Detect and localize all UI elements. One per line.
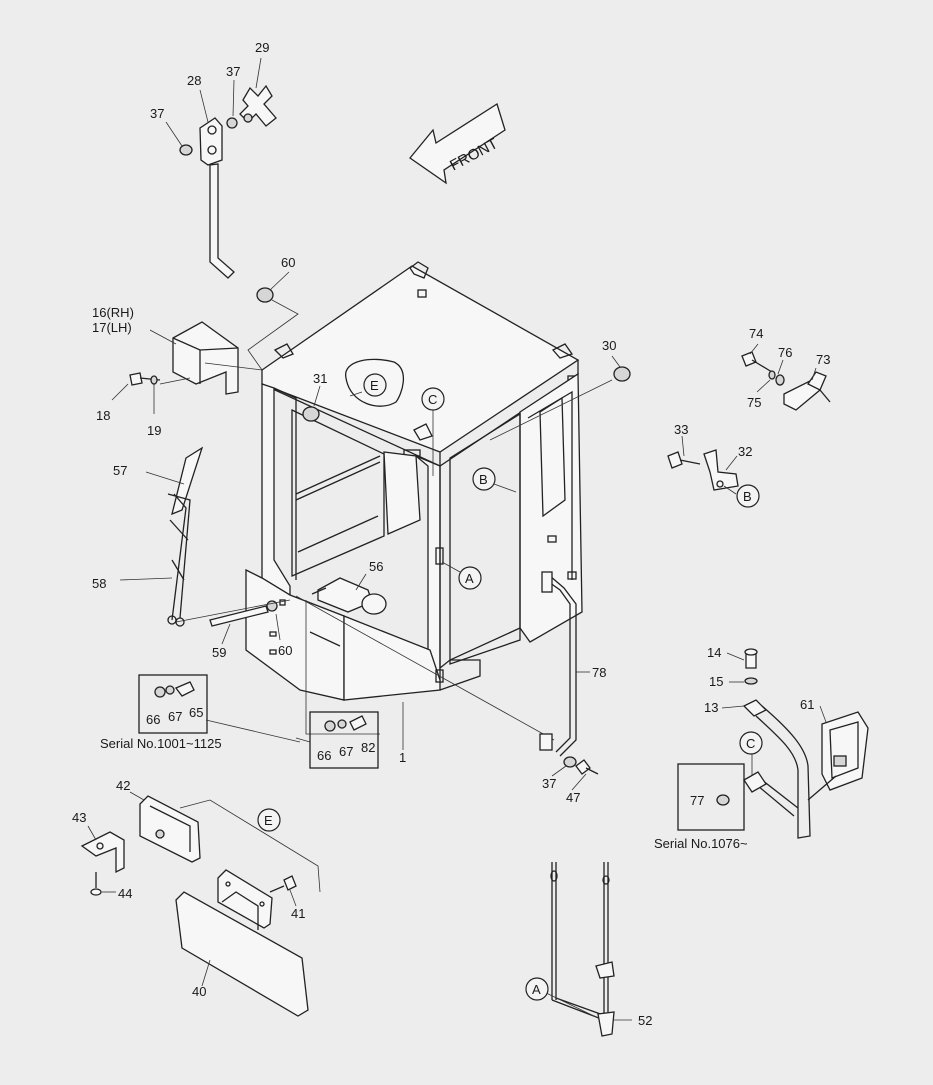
cable-52 — [550, 862, 615, 1037]
callout-1: 1 — [399, 750, 406, 765]
serial-box-2 — [309, 711, 379, 769]
callout-58: 58 — [92, 576, 106, 591]
callout-28: 28 — [187, 73, 201, 88]
cab-frame — [245, 261, 583, 701]
screw-41 — [269, 875, 297, 893]
ref-circle-A1 — [458, 566, 482, 590]
bracket-32-assembly — [667, 449, 739, 491]
screw-44 — [90, 872, 102, 896]
ref-circle-A2 — [525, 977, 549, 1001]
serial-box-3 — [677, 763, 745, 831]
ref-circle-E2 — [257, 808, 281, 832]
callout-76: 76 — [778, 345, 792, 360]
callout-57: 57 — [113, 463, 127, 478]
washer-37-lower — [563, 756, 577, 768]
grab-handle-78 — [539, 571, 577, 757]
callout-66b: 66 — [317, 748, 331, 763]
grommet-60-top — [256, 287, 274, 303]
callout-78: 78 — [592, 665, 606, 680]
callout-60a: 60 — [281, 255, 295, 270]
ref-C1: C — [428, 392, 437, 407]
callout-65: 65 — [189, 705, 203, 720]
callout-74: 74 — [749, 326, 763, 341]
callout-15: 15 — [709, 674, 723, 689]
callout-42: 42 — [116, 778, 130, 793]
sun-visor-40 — [175, 869, 309, 1017]
ref-A1: A — [465, 571, 474, 586]
callout-59: 59 — [212, 645, 226, 660]
bolt-18 — [111, 372, 161, 401]
serial-box-1 — [138, 674, 208, 734]
callout-13: 13 — [704, 700, 718, 715]
callout-52: 52 — [638, 1013, 652, 1028]
grommet-31 — [302, 406, 320, 422]
callout-40: 40 — [192, 984, 206, 999]
callout-66a: 66 — [146, 712, 160, 727]
callout-33: 33 — [674, 422, 688, 437]
callout-61: 61 — [800, 697, 814, 712]
callout-60b: 60 — [278, 643, 292, 658]
callout-labels: 29 28 37 37 60 16(RH) 17(LH) 18 19 31 30… — [72, 40, 830, 1028]
ref-B2: B — [743, 489, 752, 504]
mirror-assembly — [742, 648, 869, 839]
callout-18: 18 — [96, 408, 110, 423]
callout-56: 56 — [369, 559, 383, 574]
callout-43: 43 — [72, 810, 86, 825]
wiper-shaft-59 — [209, 600, 278, 627]
bracket-43 — [80, 831, 125, 874]
callout-67b: 67 — [339, 744, 353, 759]
callout-41: 41 — [291, 906, 305, 921]
callout-47: 47 — [566, 790, 580, 805]
ref-circle-B1 — [472, 467, 496, 491]
callout-37a: 37 — [226, 64, 240, 79]
ref-E1: E — [370, 378, 379, 393]
serial-note-2: Serial No.1076~ — [654, 836, 748, 851]
callout-31: 31 — [313, 371, 327, 386]
callout-19: 19 — [147, 423, 161, 438]
callout-73: 73 — [816, 352, 830, 367]
grommet-30 — [613, 366, 631, 382]
callout-67a: 67 — [168, 709, 182, 724]
ref-B1: B — [479, 472, 488, 487]
callout-77: 77 — [690, 793, 704, 808]
front-arrow: FRONT — [409, 102, 506, 185]
wiper-assembly — [167, 446, 204, 627]
callout-29: 29 — [255, 40, 269, 55]
callout-32: 32 — [738, 444, 752, 459]
callout-82: 82 — [361, 740, 375, 755]
ref-C2: C — [746, 736, 755, 751]
ref-A2: A — [532, 982, 541, 997]
ref-E2: E — [264, 813, 273, 828]
cab-latch-rod — [179, 84, 277, 279]
ref-circle-B2 — [736, 484, 760, 508]
callout-16: 16(RH) — [92, 305, 134, 320]
bolt-47 — [575, 759, 599, 775]
dome-light-area — [345, 358, 404, 407]
callout-75: 75 — [747, 395, 761, 410]
callout-37c: 37 — [542, 776, 556, 791]
callout-37b: 37 — [150, 106, 164, 121]
side-bracket — [149, 321, 263, 395]
callout-14: 14 — [707, 645, 721, 660]
ref-circle-E1 — [363, 373, 387, 397]
callout-30: 30 — [602, 338, 616, 353]
ref-circle-C2 — [739, 731, 763, 755]
callout-17: 17(LH) — [92, 320, 132, 335]
serial-note-1: Serial No.1001~1125 — [100, 736, 222, 751]
room-lamp-42 — [139, 795, 201, 863]
callout-44: 44 — [118, 886, 132, 901]
washer-19 — [150, 375, 158, 385]
